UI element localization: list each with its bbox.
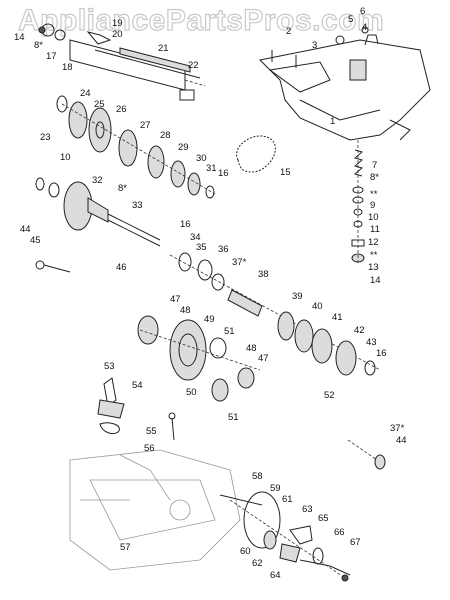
bottom-drive — [219, 491, 351, 582]
label-25: 25 — [94, 99, 105, 110]
label-14-b: 14 — [14, 32, 25, 43]
label-57: 57 — [120, 542, 131, 553]
label-double-star-a: ** — [370, 189, 378, 200]
label-51-b: 51 — [228, 412, 239, 423]
label-7: 7 — [372, 160, 377, 171]
label-39: 39 — [292, 291, 303, 302]
label-29: 29 — [178, 142, 189, 153]
label-56: 56 — [144, 443, 155, 454]
label-15: 15 — [280, 167, 291, 178]
label-23: 23 — [40, 132, 51, 143]
label-41: 41 — [332, 312, 343, 323]
label-8-star-b: 8* — [370, 172, 379, 183]
label-19: 19 — [112, 18, 123, 29]
label-13: 13 — [368, 262, 379, 273]
label-24: 24 — [80, 88, 91, 99]
label-48-a: 48 — [180, 305, 191, 316]
label-double-star-b: ** — [370, 250, 378, 261]
label-11: 11 — [370, 224, 380, 235]
label-44-b: 44 — [396, 435, 407, 446]
label-66: 66 — [334, 527, 345, 538]
spring-stack — [351, 140, 365, 265]
label-52: 52 — [324, 390, 335, 401]
label-31: 31 — [206, 163, 217, 174]
label-37-star-b: 37* — [390, 423, 405, 434]
label-35: 35 — [196, 242, 207, 253]
label-51-a: 51 — [224, 326, 235, 337]
label-47-a: 47 — [170, 294, 181, 305]
label-26: 26 — [116, 104, 127, 115]
upper-shaft-assembly — [38, 23, 206, 101]
label-43: 43 — [366, 337, 377, 348]
label-40: 40 — [312, 301, 323, 312]
label-16-a: 16 — [218, 168, 229, 179]
label-27: 27 — [140, 120, 151, 131]
label-50: 50 — [186, 387, 197, 398]
middle-shaft-assembly — [169, 252, 381, 376]
label-55: 55 — [146, 426, 157, 437]
label-22: 22 — [188, 60, 199, 71]
shift-lever — [97, 377, 176, 441]
label-4: 4 — [362, 22, 367, 33]
label-17: 17 — [46, 51, 57, 62]
label-16-b: 16 — [180, 219, 191, 230]
label-28: 28 — [160, 130, 171, 141]
label-48-b: 48 — [246, 343, 257, 354]
label-42: 42 — [354, 325, 365, 336]
label-16-c: 16 — [376, 348, 387, 359]
label-8-star-a: 8* — [34, 40, 43, 51]
housing — [258, 26, 431, 141]
label-58: 58 — [252, 471, 263, 482]
differential — [137, 315, 261, 402]
label-62: 62 — [252, 558, 263, 569]
label-61: 61 — [282, 494, 293, 505]
label-36: 36 — [218, 244, 229, 255]
label-3: 3 — [312, 40, 317, 51]
label-18: 18 — [62, 62, 73, 73]
lower-case — [69, 449, 241, 571]
label-20: 20 — [112, 29, 123, 40]
watermark-text: AppliancePartsPros.com — [18, 4, 384, 37]
gear-stack — [56, 95, 216, 199]
label-5: 5 — [348, 14, 353, 25]
label-60: 60 — [240, 546, 251, 557]
label-1: 1 — [330, 116, 335, 127]
label-45: 45 — [30, 235, 41, 246]
label-63: 63 — [302, 504, 313, 515]
label-38: 38 — [258, 269, 269, 280]
label-54: 54 — [132, 380, 143, 391]
right-axle — [347, 439, 386, 470]
label-46: 46 — [116, 262, 127, 273]
label-64: 64 — [270, 570, 281, 581]
gear-shaft-32 — [35, 177, 161, 273]
label-65: 65 — [318, 513, 329, 524]
label-8-star-c: 8* — [118, 183, 127, 194]
label-59: 59 — [270, 483, 281, 494]
label-2: 2 — [286, 26, 291, 37]
label-12: 12 — [368, 237, 379, 248]
label-33: 33 — [132, 200, 143, 211]
label-14: 14 — [370, 275, 381, 286]
label-32: 32 — [92, 175, 103, 186]
label-6: 6 — [360, 6, 365, 17]
part-labels: 1 2 3 4 5 6 7 8* 8* 8* ** 9 10 10 11 12 … — [14, 6, 407, 581]
label-30: 30 — [196, 153, 207, 164]
label-47-b: 47 — [258, 353, 269, 364]
label-37-star-a: 37* — [232, 257, 247, 268]
chain — [236, 135, 276, 173]
label-44-a: 44 — [20, 224, 31, 235]
label-21: 21 — [158, 43, 169, 54]
label-49: 49 — [204, 314, 215, 325]
label-9: 9 — [370, 200, 375, 211]
label-67: 67 — [350, 537, 361, 548]
label-10-a: 10 — [60, 152, 71, 163]
label-53: 53 — [104, 361, 115, 372]
label-34: 34 — [190, 232, 201, 243]
label-10-b: 10 — [368, 212, 379, 223]
